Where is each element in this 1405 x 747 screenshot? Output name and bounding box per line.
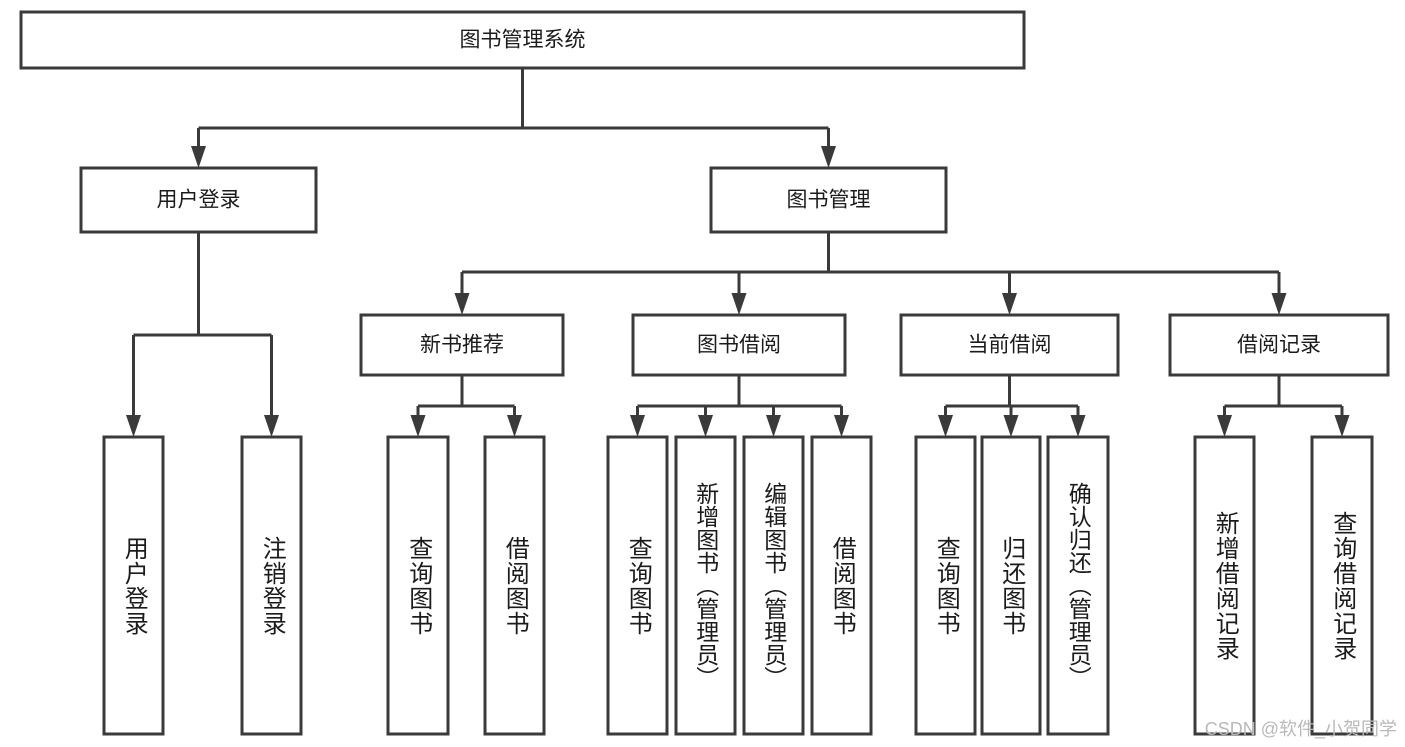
connector-edges-layer — [126, 68, 1350, 437]
root-node-label: 图书管理系统 — [460, 29, 586, 52]
level2-node-box[interactable] — [1168, 313, 1390, 377]
arrow-head-icon — [938, 415, 953, 437]
root-node[interactable]: 图书管理系统 — [19, 10, 1026, 70]
leaf-node[interactable] — [914, 435, 977, 736]
arrow-head-icon — [507, 415, 522, 437]
leaf-node-box[interactable] — [1193, 435, 1256, 736]
arrow-head-icon — [1217, 415, 1232, 437]
root-node-box[interactable] — [19, 10, 1026, 70]
level2-node[interactable]: 新书推荐 — [359, 313, 565, 377]
level1-node-label: 图书管理 — [787, 189, 871, 212]
level2-node[interactable]: 图书借阅 — [631, 313, 847, 377]
level2-node-box[interactable] — [631, 313, 847, 377]
leaf-node-box[interactable] — [742, 435, 805, 736]
leaf-node-box[interactable] — [386, 435, 450, 736]
arrow-head-icon — [1271, 293, 1287, 315]
leaf-node-box[interactable] — [240, 435, 303, 736]
leaf-node[interactable] — [483, 435, 546, 736]
leaf-node[interactable] — [674, 435, 737, 736]
leaf-node[interactable] — [1193, 435, 1256, 736]
leaf-node[interactable] — [386, 435, 450, 736]
arrow-head-icon — [264, 415, 279, 437]
watermark-text: CSDN @软件_小贺同学 — [1204, 719, 1397, 739]
arrow-head-icon — [454, 293, 470, 315]
leaf-node-box[interactable] — [1046, 435, 1110, 736]
level2-node-label: 图书借阅 — [697, 334, 781, 357]
arrow-head-icon — [766, 415, 781, 437]
leaf-node-box[interactable] — [914, 435, 977, 736]
leaf-node-box[interactable] — [1310, 435, 1374, 736]
level1-node[interactable]: 用户登录 — [79, 166, 318, 234]
arrow-head-icon — [191, 146, 206, 168]
level2-node-label: 新书推荐 — [420, 334, 504, 357]
arrow-head-icon — [1334, 415, 1350, 437]
arrow-head-icon — [731, 293, 747, 315]
leaf-node[interactable] — [102, 435, 165, 736]
arrow-head-icon — [698, 415, 713, 437]
arrow-head-icon — [1003, 415, 1019, 437]
level2-node[interactable]: 当前借阅 — [899, 313, 1120, 377]
leaf-node-box[interactable] — [606, 435, 669, 736]
arrow-head-icon — [821, 146, 836, 168]
level2-node-label: 借阅记录 — [1237, 334, 1321, 357]
leaf-node-box[interactable] — [483, 435, 546, 736]
level1-node-label: 用户登录 — [157, 189, 241, 212]
leaf-node[interactable] — [1046, 435, 1110, 736]
leaf-node[interactable] — [980, 435, 1042, 736]
leaf-node-box[interactable] — [674, 435, 737, 736]
arrow-head-icon — [126, 415, 141, 437]
leaf-node[interactable] — [606, 435, 669, 736]
arrow-head-icon — [630, 415, 645, 437]
leaf-node[interactable] — [1310, 435, 1374, 736]
level2-node-box[interactable] — [359, 313, 565, 377]
level1-node[interactable]: 图书管理 — [709, 166, 948, 234]
leaf-node[interactable] — [742, 435, 805, 736]
arrow-head-icon — [834, 415, 849, 437]
level2-node[interactable]: 借阅记录 — [1168, 313, 1390, 377]
arrow-head-icon — [1070, 415, 1086, 437]
level2-node-box[interactable] — [899, 313, 1120, 377]
leaf-node-box[interactable] — [980, 435, 1042, 736]
leaf-node[interactable] — [240, 435, 303, 736]
level1-node-box[interactable] — [79, 166, 318, 234]
arrow-head-icon — [410, 415, 426, 437]
level2-node-label: 当前借阅 — [968, 334, 1052, 357]
arrow-head-icon — [1002, 293, 1017, 315]
leaf-node-box[interactable] — [810, 435, 873, 736]
level1-node-box[interactable] — [709, 166, 948, 234]
leaf-node-box[interactable] — [102, 435, 165, 736]
leaf-node[interactable] — [810, 435, 873, 736]
